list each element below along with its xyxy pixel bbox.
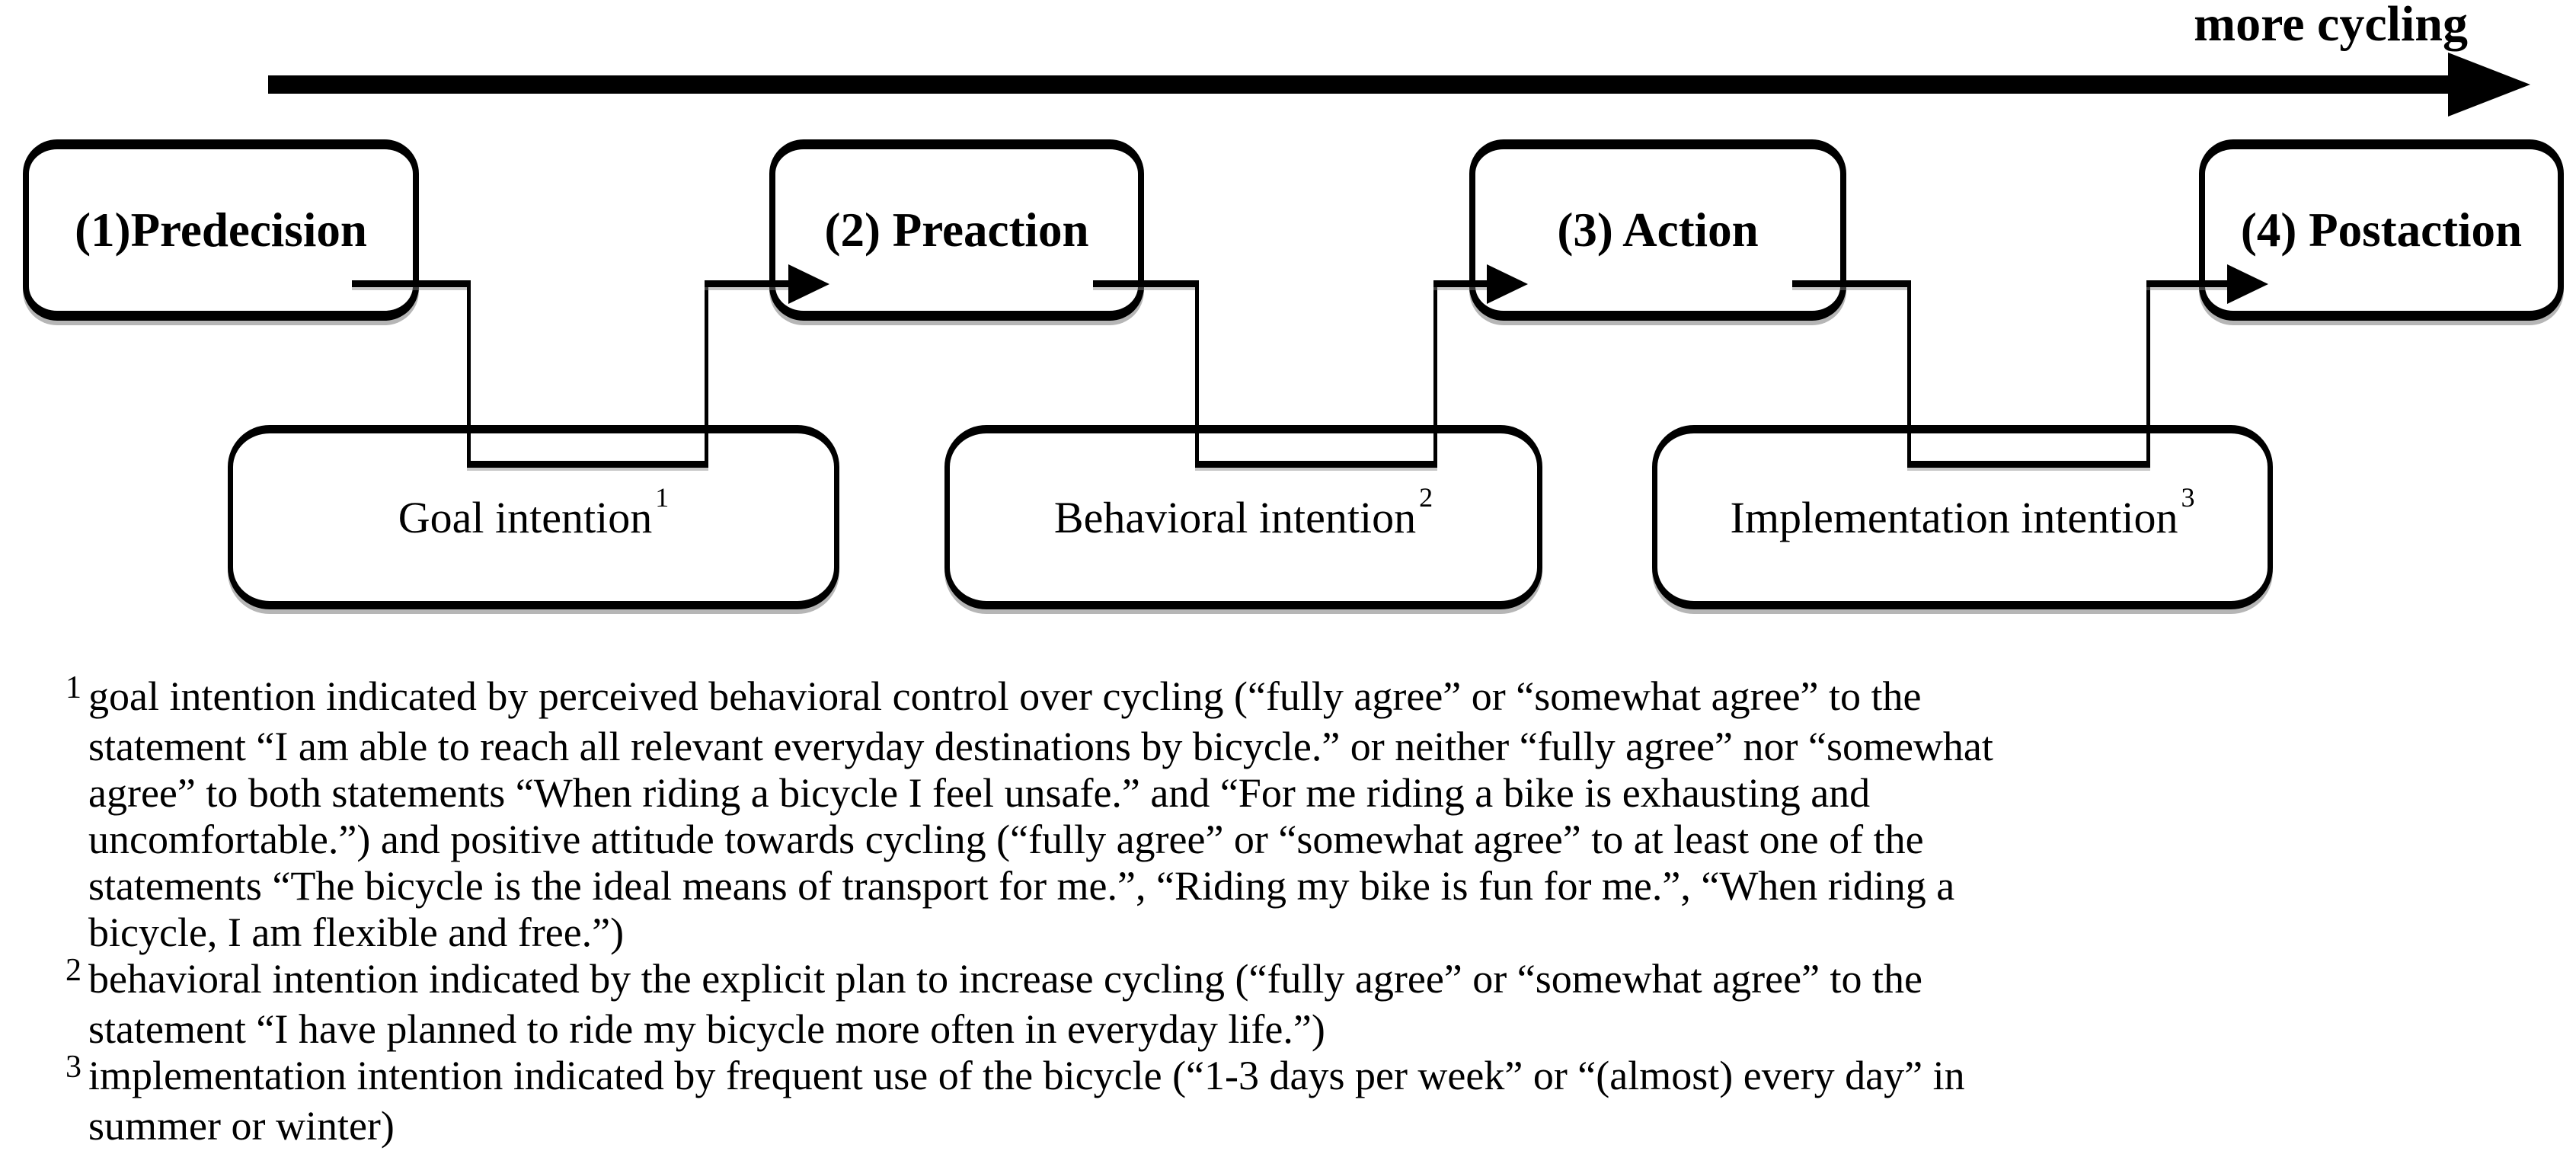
connector-3-vertical-up [2146,280,2150,468]
connector-2-vertical-down [1195,280,1199,468]
connector-2-stub-in [1433,280,1488,287]
connector-1-arrowhead-icon [788,264,829,304]
footnote-ref-superscript: 1 [655,481,670,513]
timeline-label: more cycling [2194,0,2468,52]
footnote-1-line: statements “The bicycle is the ideal mea… [88,863,1955,909]
footnote-3-marker: 3 [66,1050,81,1085]
connector-1-inner-horizontal [467,461,708,468]
connector-1-vertical-up [705,280,708,468]
footnote-text: behavioral intention indicated by the ex… [88,956,1923,1002]
stage-label: (3) Action [1557,203,1759,257]
connector-1-stub-in [705,280,790,287]
footnote-ref-superscript: 2 [1419,481,1433,513]
footnote-ref-superscript: 3 [2181,481,2195,513]
stage-label: (4) Postaction [2240,203,2523,257]
footnote-3-line: summer or winter) [88,1103,395,1149]
connector-2-vertical-up [1433,280,1437,468]
stage-label: (2) Preaction [824,203,1089,257]
connector-1-vertical-down [467,280,471,468]
stage-box-predecision: (1)Predecision [23,139,419,321]
footnote-text: goal intention indicated by perceived be… [88,673,1922,719]
stage-box-postaction: (4) Postaction [2199,139,2564,321]
connector-2-inner-horizontal [1195,461,1437,468]
connector-3-vertical-down [1907,280,1911,468]
footnote-1-line: agree” to both statements “When riding a… [88,770,1871,816]
footnote-1-line: statement “I am able to reach all releva… [88,724,1993,769]
stage-box-action: (3) Action [1469,139,1846,321]
footnote-text: implementation intention indicated by fr… [88,1053,1965,1098]
timeline-arrow-shaft [268,75,2451,94]
connector-3-arrowhead-icon [2227,264,2268,304]
timeline-arrowhead-icon [2448,53,2530,117]
footnote-1-line: uncomfortable.”) and positive attitude t… [88,817,1924,862]
footnote-2-line: statement “I have planned to ride my bic… [88,1006,1325,1052]
connector-3-inner-horizontal [1907,461,2150,468]
footnote-1-line: bicycle, I am flexible and free.”) [88,909,625,955]
footnote-1-marker: 1 [66,670,81,705]
connector-3-stub-in [2146,280,2229,287]
footnote-2-marker: 2 [66,953,81,988]
stage-label: (1)Predecision [75,203,367,257]
stage-box-preaction: (2) Preaction [769,139,1144,321]
connector-3-stub-out [1792,280,1910,287]
connector-1-stub-out [352,280,470,287]
connector-2-stub-out [1093,280,1198,287]
connector-2-arrowhead-icon [1487,264,1528,304]
